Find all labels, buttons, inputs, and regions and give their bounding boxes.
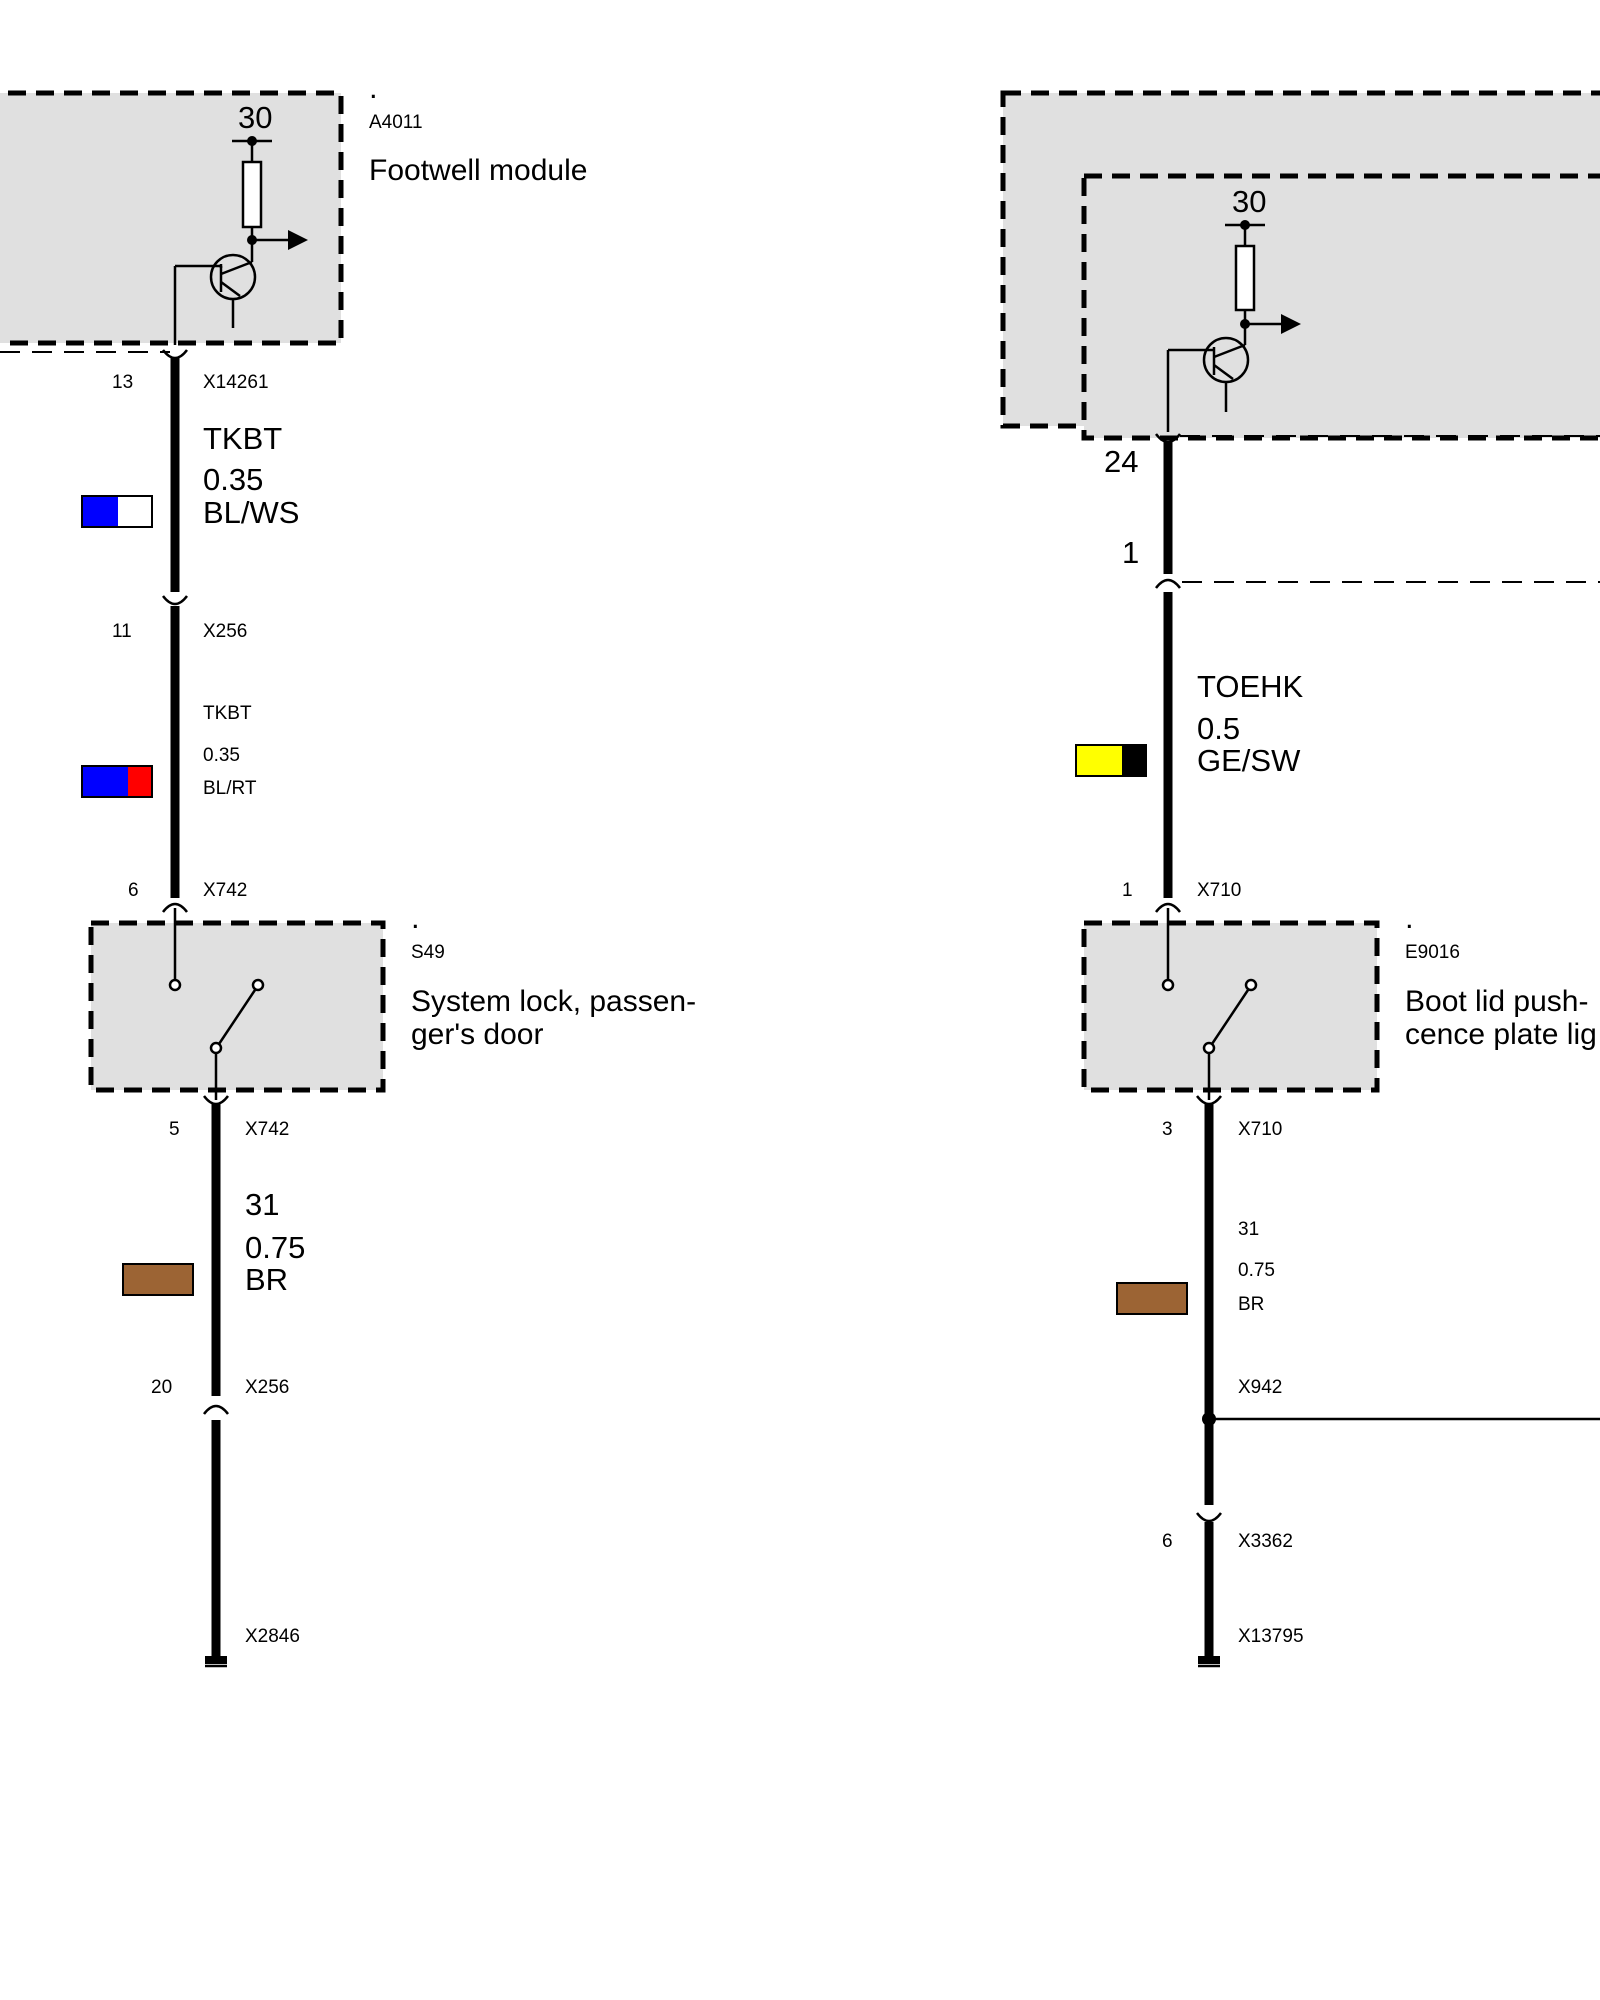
wire-gauge-label: 0.5 bbox=[1197, 711, 1240, 746]
ground-icon bbox=[1198, 1656, 1220, 1668]
connector-x742-bottom-id: X742 bbox=[245, 1119, 289, 1140]
wire-signal-label: TKBT bbox=[203, 421, 282, 456]
ground-connector-id: X2846 bbox=[245, 1626, 300, 1647]
footwell-module-code: A4011 bbox=[369, 112, 423, 133]
connector-pin-1-label: 1 bbox=[1122, 535, 1139, 570]
footwell-module-name: Footwell module bbox=[369, 154, 587, 187]
connector-x3362-icon bbox=[1196, 1512, 1222, 1523]
resistor-icon bbox=[1234, 244, 1256, 312]
boot-lid-switch-dot: . bbox=[1405, 900, 1414, 935]
connector-x742-top-pin: 6 bbox=[128, 880, 139, 901]
transistor-icon bbox=[173, 240, 257, 345]
connector-x14261-id: X14261 bbox=[203, 372, 269, 393]
wire-color-label: BL/RT bbox=[203, 778, 257, 799]
system-lock-switch-name-line1: System lock, passen- bbox=[411, 985, 696, 1018]
footwell-module-dot: . bbox=[369, 70, 378, 105]
connector-x742-top-id: X742 bbox=[203, 880, 247, 901]
system-lock-switch-box[interactable] bbox=[88, 920, 386, 1093]
swatch-secondary bbox=[118, 496, 152, 527]
connector-x710-bottom-id: X710 bbox=[1238, 1119, 1282, 1140]
swatch-primary bbox=[82, 766, 128, 797]
footwell-module-terminal-label: 30 bbox=[238, 100, 272, 135]
boot-lid-switch-box[interactable] bbox=[1081, 920, 1380, 1093]
left-circuit: 30 . A4011 Footwell module 13 X14261 bbox=[0, 70, 696, 1668]
connector-x710-top-id: X710 bbox=[1197, 880, 1241, 901]
system-lock-switch-name-line2: ger's door bbox=[411, 1018, 543, 1051]
output-arrow-icon bbox=[288, 230, 308, 250]
wire-gauge-label: 0.75 bbox=[245, 1230, 305, 1265]
wire-color-label: BL/WS bbox=[203, 495, 299, 530]
wire-color-swatch-br bbox=[1116, 1282, 1188, 1315]
connector-x256-bottom-icon bbox=[203, 1404, 229, 1415]
connector-x3362-id: X3362 bbox=[1238, 1531, 1293, 1552]
output-arrow-icon bbox=[1281, 314, 1301, 334]
wire-signal-label: TOEHK bbox=[1197, 669, 1304, 704]
switch-icon bbox=[1161, 908, 1258, 1100]
boot-lid-switch-name-line1: Boot lid push- bbox=[1405, 985, 1588, 1018]
wire-signal-label: 31 bbox=[1238, 1219, 1259, 1240]
wire-color-swatch-bl-ws bbox=[81, 495, 153, 528]
connector-x256-bottom-id: X256 bbox=[245, 1377, 289, 1398]
swatch-primary bbox=[1076, 745, 1122, 776]
connector-x256-pin: 11 bbox=[112, 621, 132, 642]
connector-x742-top-icon bbox=[162, 902, 188, 913]
connector-x14261-pin: 13 bbox=[112, 372, 133, 393]
connector-x256-bottom-pin: 20 bbox=[151, 1377, 172, 1398]
swatch-primary bbox=[82, 496, 118, 527]
connector-x710-bottom-pin: 3 bbox=[1162, 1119, 1173, 1140]
connector-x742-bottom-pin: 5 bbox=[169, 1119, 180, 1140]
switch-icon bbox=[168, 908, 265, 1100]
swatch-secondary bbox=[1122, 745, 1146, 776]
system-lock-switch-code: S49 bbox=[411, 942, 445, 963]
footwell-module-box[interactable] bbox=[0, 90, 344, 346]
wire-signal-label: TKBT bbox=[203, 703, 252, 724]
wire-gauge-label: 0.75 bbox=[1238, 1260, 1275, 1281]
wire-color-label: GE/SW bbox=[1197, 743, 1301, 778]
system-lock-switch-dot: . bbox=[411, 900, 420, 935]
connector-pin-24-label: 24 bbox=[1104, 444, 1138, 479]
wire-gauge-label: 0.35 bbox=[203, 745, 240, 766]
wire-color-swatch-bl-rt bbox=[81, 765, 153, 798]
boot-lid-switch-name-line2: cence plate lig bbox=[1405, 1018, 1597, 1051]
connector-x710-top-icon bbox=[1155, 902, 1181, 913]
wire-signal-label: 31 bbox=[245, 1187, 279, 1222]
connector-x256-icon bbox=[162, 595, 188, 606]
wire-color-label: BR bbox=[1238, 1294, 1264, 1315]
wire-gauge-label: 0.35 bbox=[203, 462, 263, 497]
ground-icon bbox=[205, 1656, 227, 1668]
swatch-secondary bbox=[128, 766, 152, 797]
boot-lid-switch-code: E9016 bbox=[1405, 942, 1460, 963]
connector-pin-1-icon bbox=[1155, 578, 1181, 589]
inner-module-box[interactable] bbox=[1081, 173, 1600, 441]
wire-color-label: BR bbox=[245, 1262, 288, 1297]
connector-x710-top-pin: 1 bbox=[1122, 880, 1133, 901]
wire-color-swatch-ge-sw bbox=[1075, 744, 1147, 777]
resistor-icon bbox=[241, 160, 263, 229]
connector-x256-id: X256 bbox=[203, 621, 247, 642]
transistor-icon bbox=[1166, 324, 1250, 432]
right-circuit: 30 24 1 bbox=[1000, 90, 1600, 1668]
splice-connector-id: X942 bbox=[1238, 1377, 1282, 1398]
ground-connector-id: X13795 bbox=[1238, 1626, 1304, 1647]
connector-x3362-pin: 6 bbox=[1162, 1531, 1173, 1552]
wire-color-swatch-br bbox=[122, 1263, 194, 1296]
inner-module-terminal-label: 30 bbox=[1232, 184, 1266, 219]
